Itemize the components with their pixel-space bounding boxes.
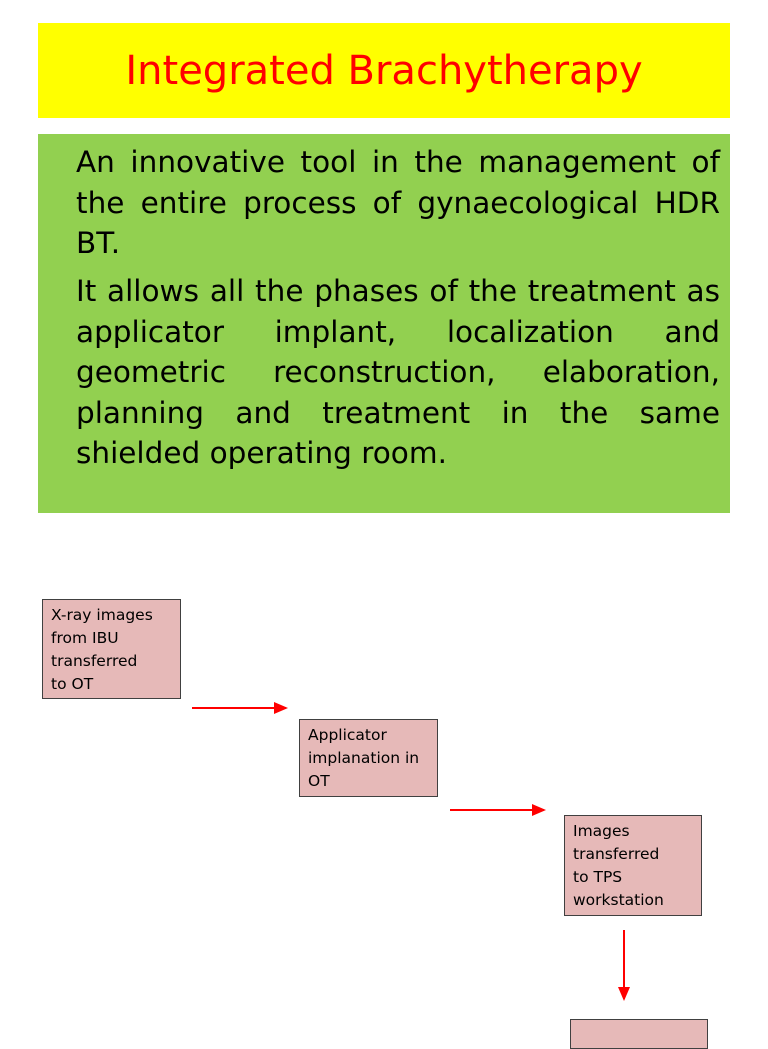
flow-step-xray-transfer: X-ray images from IBU transferred to OT (42, 599, 181, 699)
content-box (38, 134, 730, 513)
paragraph-intro: An innovative tool in the management of … (76, 145, 720, 260)
flow-arrows (192, 702, 630, 1001)
flow-step-applicator-implant: Applicator implanation in OT (299, 719, 438, 797)
title-banner: Integrated Brachytherapy (38, 23, 730, 118)
paragraph-phases: It allows all the phases of the treatmen… (76, 274, 720, 470)
flow-step-tps-transfer: Images transferred to TPS workstation (564, 815, 702, 916)
slide-title: Integrated Brachytherapy (125, 47, 643, 94)
